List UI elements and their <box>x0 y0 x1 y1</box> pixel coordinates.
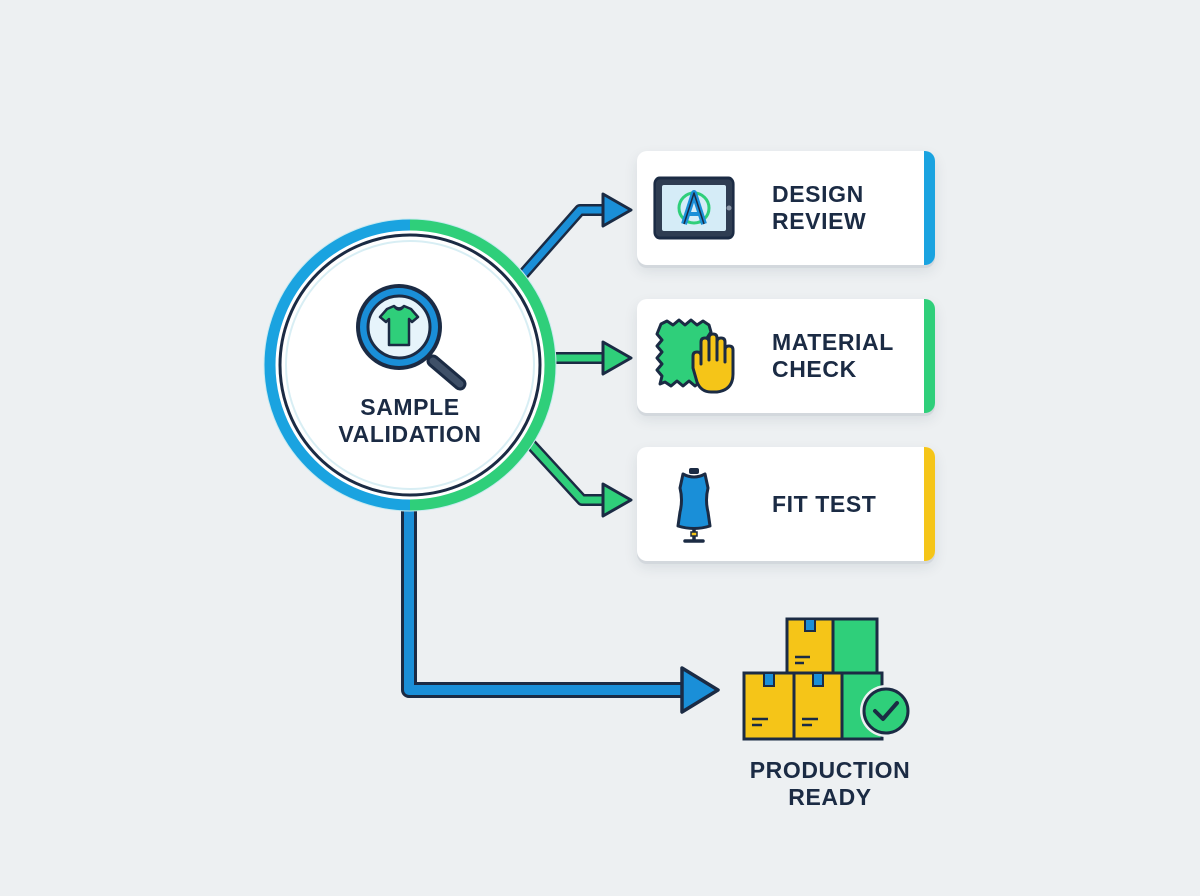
material-check-label: MATERIAL CHECK <box>772 329 894 382</box>
fit-test-card[interactable]: FIT TEST <box>637 447 935 561</box>
sample-validation-hub <box>263 218 557 512</box>
production-ready-label: PRODUCTION READY <box>749 757 911 810</box>
arrow-to-material-check <box>553 340 633 376</box>
material-check-card[interactable]: MATERIAL CHECK <box>637 299 935 413</box>
design-review-accent <box>924 151 935 265</box>
material-check-accent <box>924 299 935 413</box>
design-tablet-icon <box>653 176 735 240</box>
dress-form-icon <box>676 468 712 543</box>
magnifier-tshirt-icon <box>356 284 467 391</box>
arrow-to-fit-test <box>522 435 633 518</box>
arrow-to-production-ready <box>401 500 720 714</box>
fit-test-label: FIT TEST <box>772 490 877 517</box>
fabric-hand-icon <box>655 318 735 394</box>
design-review-label: DESIGN REVIEW <box>772 181 867 234</box>
arrow-to-design-review <box>515 192 633 282</box>
boxes-check-icon <box>742 617 912 741</box>
fit-test-accent <box>924 447 935 561</box>
design-review-card[interactable]: DESIGN REVIEW <box>637 151 935 265</box>
hub-label: SAMPLE VALIDATION <box>338 394 482 447</box>
